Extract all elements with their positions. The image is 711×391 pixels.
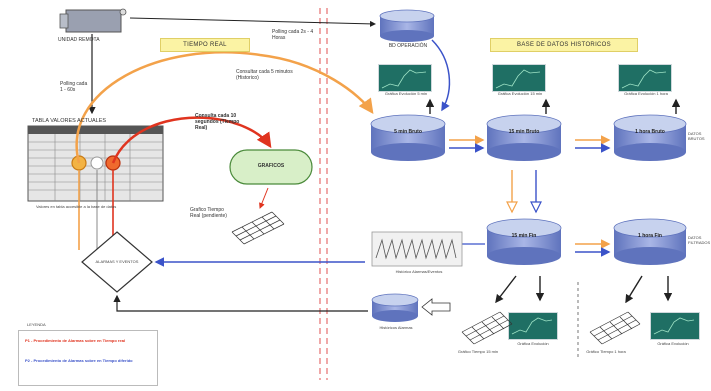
graphics-box-text: GRAFICOS xyxy=(230,150,312,184)
db-operation-cylinder xyxy=(379,9,435,42)
chart-caption-1h: Gráfica Evolución 1 hora xyxy=(624,91,668,96)
mini-chart-trace xyxy=(495,69,541,89)
graphics-box xyxy=(229,149,313,185)
graphics-label: GRAFICOS xyxy=(257,163,285,170)
tap-white-icon xyxy=(90,156,104,170)
legend-item-1: P1 - Procedimiento de Alarmas sobre en T… xyxy=(25,338,126,343)
cylinder-15fin xyxy=(486,218,562,265)
arrow-1hfin-grid xyxy=(625,275,643,304)
sub-1hfin-a: Gráfico Tiempo 1 hora xyxy=(586,349,626,354)
arrow-red-consult xyxy=(111,116,272,164)
sub-15fin-a: Gráfico Tiempo 15 min xyxy=(457,349,499,354)
consult-orange-label: Consultar cada 5 minutos (Historico) xyxy=(236,69,293,81)
graph-realtime-label: Grafico Tiempo Real (pendiente) xyxy=(190,207,227,219)
chart-caption-15min: Gráfica Evolución 15 min xyxy=(497,91,543,96)
cylinder-15min xyxy=(486,114,562,161)
realtime-grid-icon xyxy=(231,211,285,245)
cyl-15min-label: 15 min Bruto xyxy=(508,129,540,135)
polling-main-label: Polling cada 2s - 4 Horas xyxy=(272,29,314,41)
historic-label: BASE DE DATOS HISTORICOS xyxy=(490,38,638,52)
remote-unit-icon xyxy=(59,8,127,33)
mini-chart-trace xyxy=(621,69,667,89)
arrow-polling-main xyxy=(129,17,376,27)
realtime-label: TIEMPO REAL xyxy=(160,38,250,52)
arrow-down-blue-head xyxy=(530,201,542,214)
mini-chart-trace xyxy=(653,317,695,335)
sub-15fin-b: Gráfica Evolución xyxy=(517,341,549,346)
consult-red-label: Consulta cada 10 segundos (Tiempo Real) xyxy=(195,113,240,131)
cyl-1h-label: 1 hora Bruto xyxy=(635,129,665,135)
decision-diamond xyxy=(81,231,153,293)
side-1h-label: DATOS BRUTOS xyxy=(688,131,705,141)
grid-15fin-icon xyxy=(461,311,513,345)
decision-text-box: ALARMAS Y EVENTOS xyxy=(88,252,146,272)
table-title: TABLA VALORES ACTUALES xyxy=(32,118,107,124)
legend-item-2: P2 - Procedimiento de Alarmas sobre en T… xyxy=(25,358,133,363)
cylinder-1hfin xyxy=(613,218,687,265)
report-waveform xyxy=(371,231,463,267)
remote-unit-label: UNIDAD REMOTA xyxy=(58,37,100,43)
legend-title: LEYENDA xyxy=(25,322,48,328)
arrow-orange-consult xyxy=(75,51,374,164)
arrow-down-orange-head xyxy=(506,201,518,214)
db-top-label: BD OPERACIÓN xyxy=(388,43,428,49)
cylinder-1h xyxy=(613,114,687,161)
small-db-label: Históricos Alarmas xyxy=(379,325,413,330)
arrow-15fin-grid xyxy=(495,275,517,304)
mini-chart-trace xyxy=(511,317,553,335)
cylinder-5min xyxy=(370,114,446,161)
legend-box: LEYENDA P1 - Procedimiento de Alarmas so… xyxy=(18,322,158,386)
grid-1hfin-icon xyxy=(589,311,641,345)
cyl-15fin-label: 15 min Fin xyxy=(511,233,537,239)
arrow-into-small-db xyxy=(421,298,451,316)
side-1hfin-label: DATOS FILTRADOS xyxy=(688,235,711,245)
arrow-graphics-grid xyxy=(259,187,269,209)
table-note: Valores en tabla accesible a la base de … xyxy=(36,204,117,209)
sub-1hfin-b: Gráfica Evolución xyxy=(657,341,689,346)
arrow-small-db-to-decision xyxy=(113,294,368,312)
report-label: Histórico Alarmas/Eventos xyxy=(395,269,443,274)
cyl-5min-label: 5 min Bruto xyxy=(394,129,422,135)
polling-left-label: Polling cada 1 - 60s xyxy=(60,81,88,93)
decision-label: ALARMAS Y EVENTOS xyxy=(95,258,139,264)
chart-caption-5min: Gráfica Evolución 5 min xyxy=(384,91,428,96)
small-db-cylinder xyxy=(371,293,419,322)
mini-chart-trace xyxy=(381,69,427,89)
arrow-bd-to-5min xyxy=(431,39,451,112)
cyl-1hfin-label: 1 hora Fin xyxy=(638,233,662,239)
